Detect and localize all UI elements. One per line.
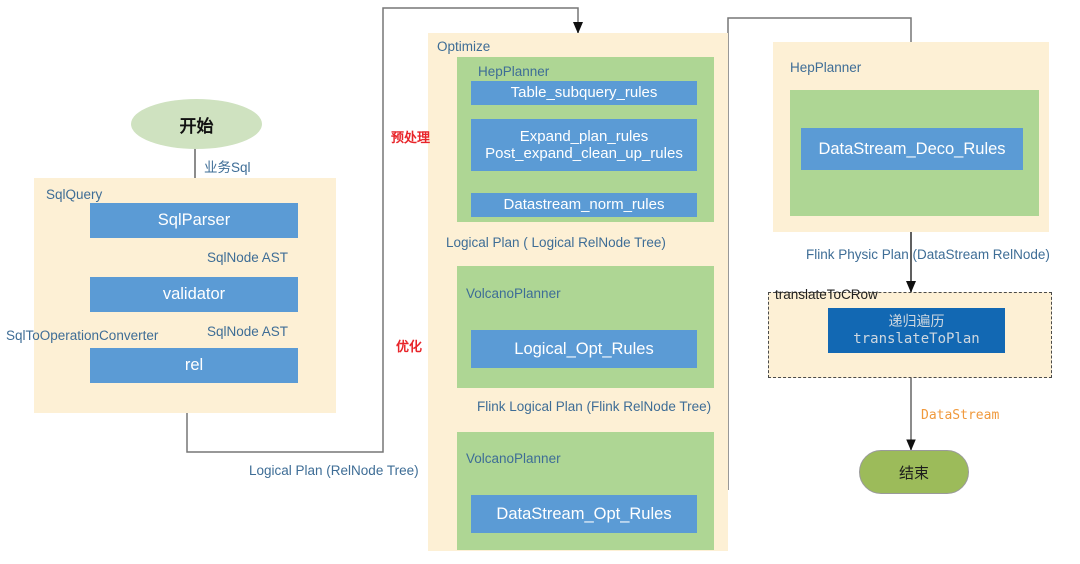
subgroup-volcanoplanner-logical-label: VolcanoPlanner: [466, 286, 561, 301]
edge-label-datastream: DataStream: [921, 408, 1000, 423]
end-terminal: 结束: [859, 450, 969, 494]
label-sqltooperationconverter: SqlToOperationConverter: [6, 328, 159, 343]
subgroup-hepplanner-optimize-label: HepPlanner: [478, 64, 550, 79]
start-terminal: 开始: [131, 99, 262, 149]
box-translate-to-plan[interactable]: 递归遍历 translateToPlan: [828, 308, 1005, 353]
group-optimize-label: Optimize: [437, 39, 491, 54]
edge-label-optimize-stage: 优化: [396, 339, 423, 354]
edge-label-sqlnode-ast-1: SqlNode AST: [207, 250, 289, 265]
edge-label-logical-plan-relnode-tree: Logical Plan (RelNode Tree): [249, 463, 419, 478]
edge-label-preprocess: 预处理: [391, 130, 431, 145]
box-translate-to-plan-line1: 递归遍历: [888, 313, 945, 329]
subgroup-volcanoplanner-logical: [457, 266, 714, 388]
box-datastream-deco-rules[interactable]: DataStream_Deco_Rules: [801, 128, 1023, 170]
edge-label-flink-logical-plan: Flink Logical Plan (Flink RelNode Tree): [477, 399, 712, 414]
box-validator[interactable]: validator: [90, 277, 298, 312]
group-sqlquery-label: SqlQuery: [46, 187, 103, 202]
edge-label-flink-physic-plan: Flink Physic Plan (DataStream RelNode): [806, 247, 1050, 262]
box-expand-plan-rules[interactable]: Expand_plan_rules Post_expand_clean_up_r…: [471, 119, 697, 171]
group-hepplanner-deco-label: HepPlanner: [790, 60, 862, 75]
edge-label-logical-plan-logical-relnode-tree: Logical Plan ( Logical RelNode Tree): [446, 235, 666, 250]
box-sqlparser[interactable]: SqlParser: [90, 203, 298, 238]
box-datastream-norm-rules[interactable]: Datastream_norm_rules: [471, 193, 697, 217]
box-logical-opt-rules[interactable]: Logical_Opt_Rules: [471, 330, 697, 368]
group-translate-to-crow-label: translateToCRow: [775, 287, 878, 302]
edge-label-business-sql: 业务Sql: [204, 160, 251, 175]
subgroup-volcanoplanner-datastream-label: VolcanoPlanner: [466, 451, 561, 466]
box-datastream-opt-rules[interactable]: DataStream_Opt_Rules: [471, 495, 697, 533]
box-table-subquery-rules[interactable]: Table_subquery_rules: [471, 81, 697, 105]
edge-label-sqlnode-ast-2: SqlNode AST: [207, 324, 289, 339]
box-translate-to-plan-line2: translateToPlan: [853, 330, 980, 347]
box-rel[interactable]: rel: [90, 348, 298, 383]
